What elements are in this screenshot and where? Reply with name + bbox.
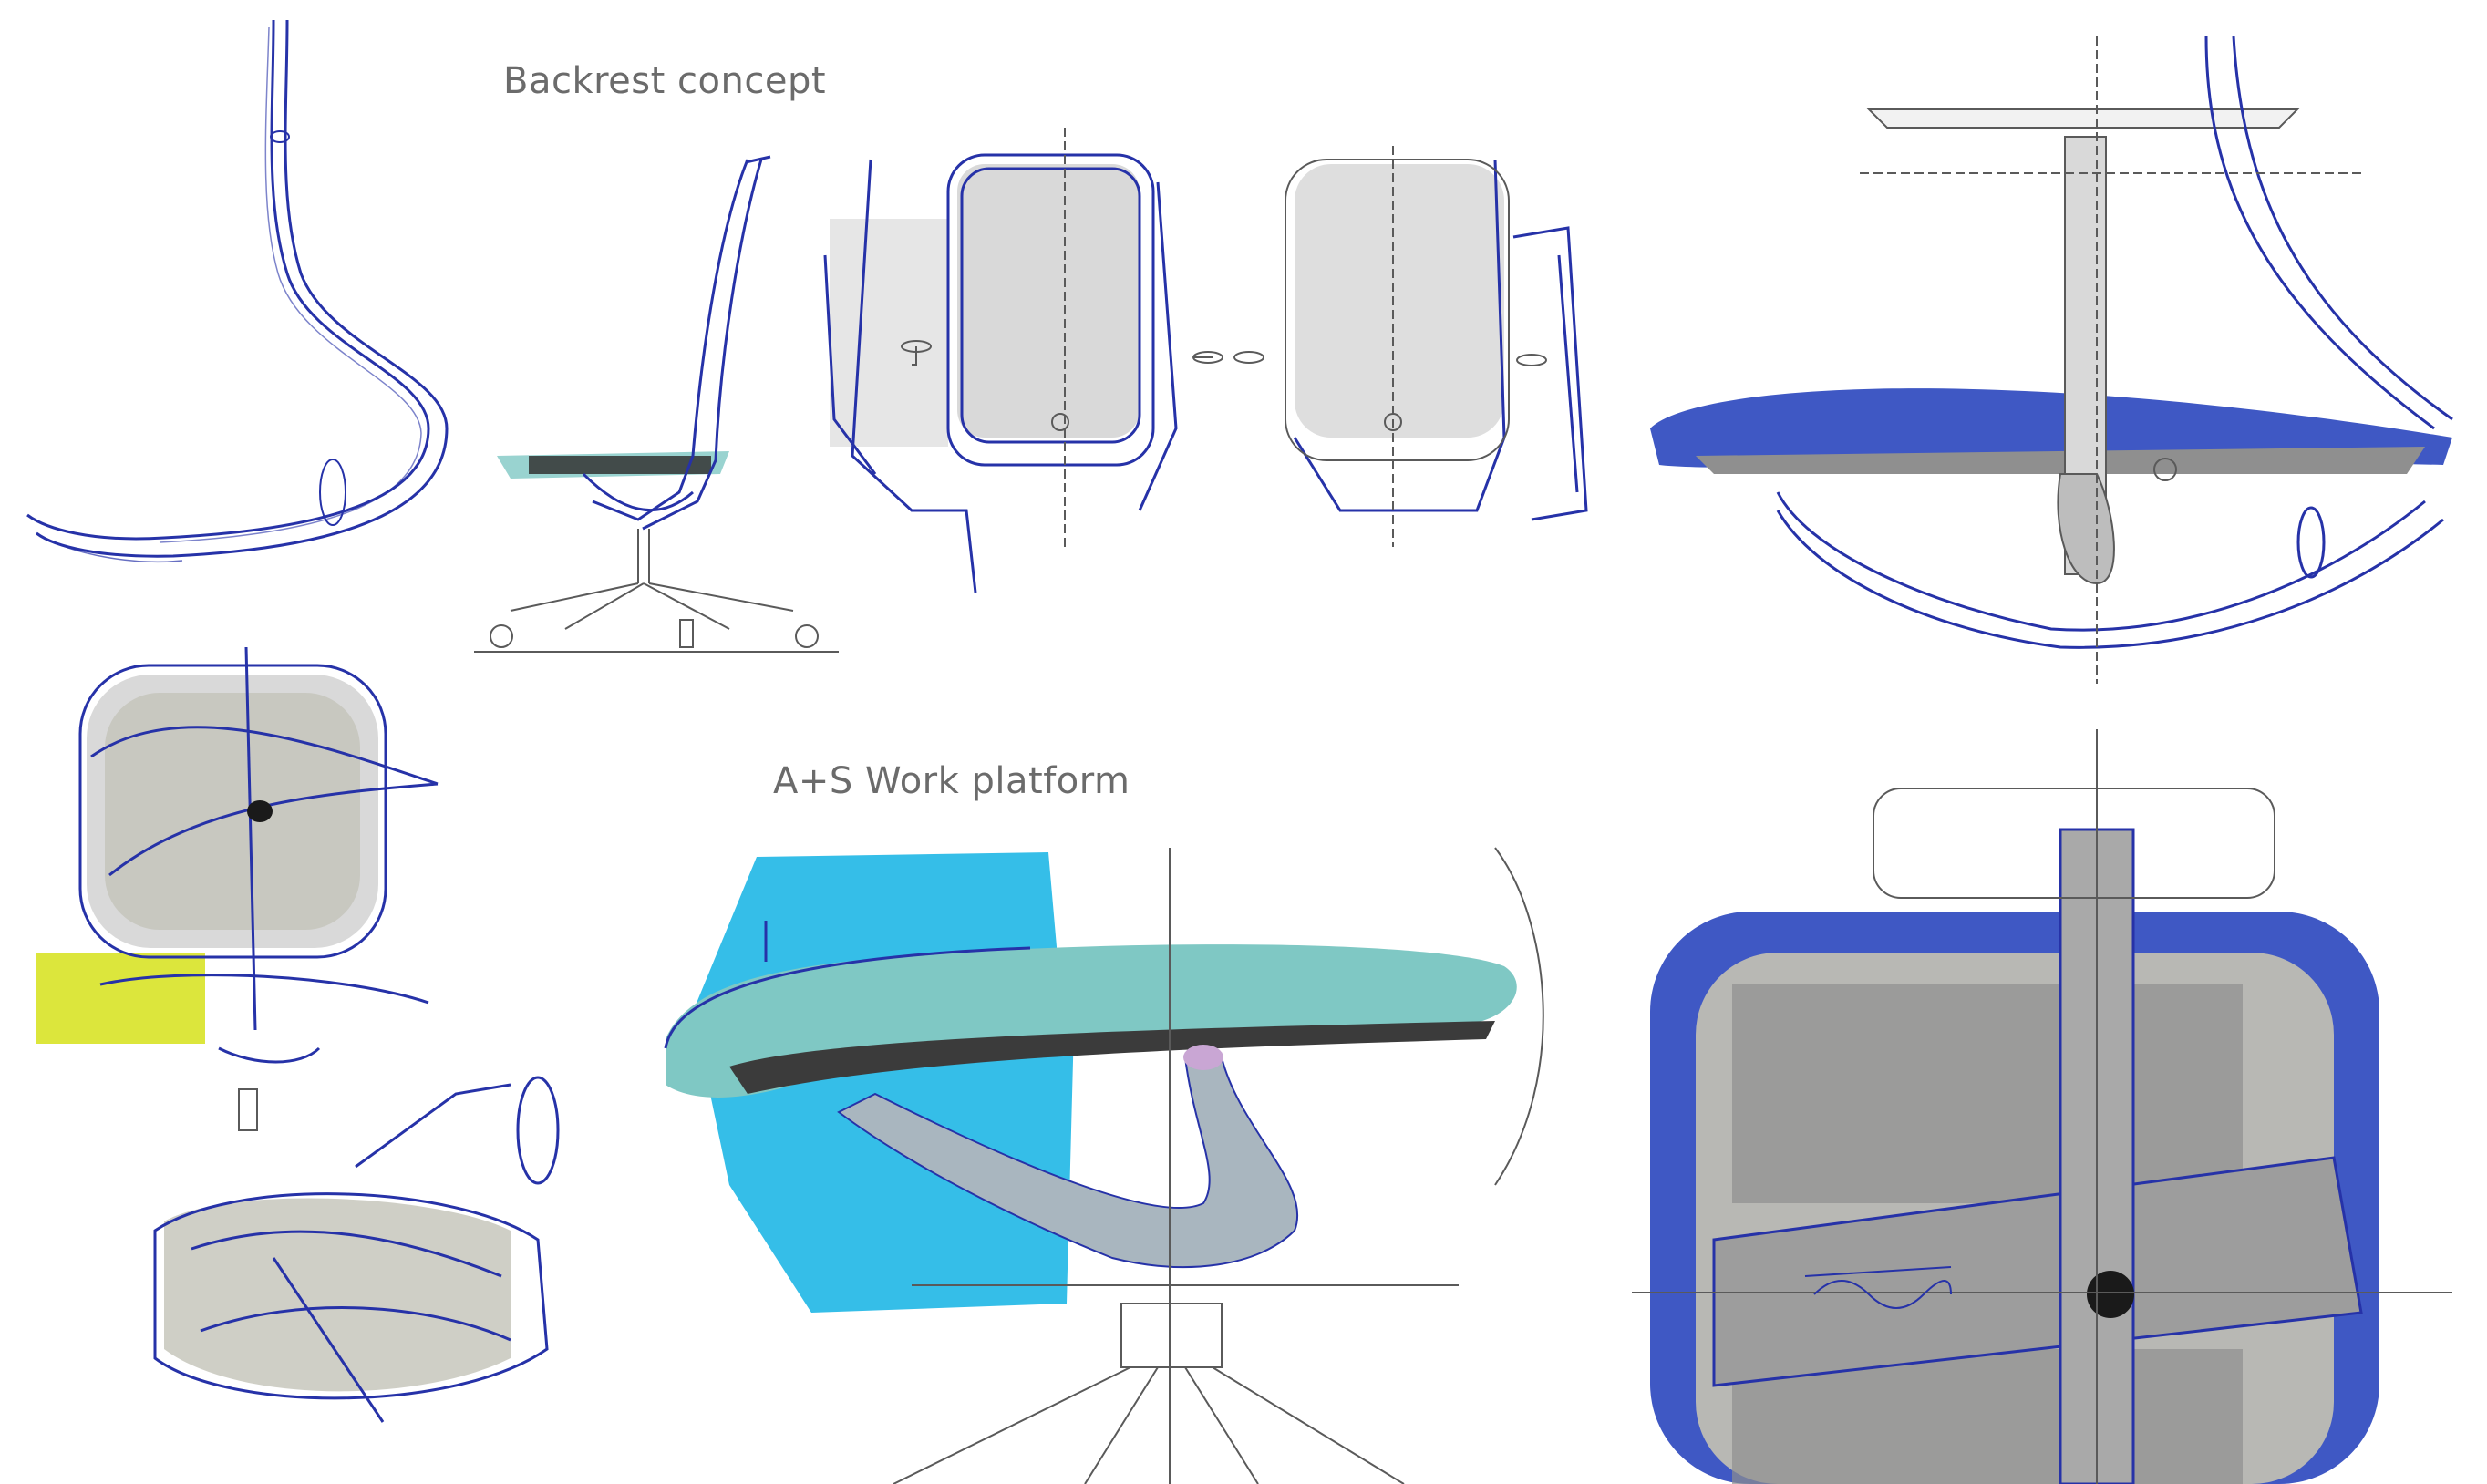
front-view-chair-sketch [1233, 146, 1588, 547]
seat-mechanism-sketch [1650, 36, 2453, 684]
work-platform-sketch [664, 847, 1544, 1484]
seat-top-view-sketch [1632, 729, 2452, 1484]
work-platform-label: A+S Work platform [773, 760, 1130, 802]
backrest-concept-label: Backrest concept [503, 60, 827, 102]
seat-lower-perspective-sketch [153, 1076, 560, 1423]
backrest-curve-sketch [26, 19, 449, 562]
back-view-chair-sketch [823, 128, 1223, 593]
seat-perspective-sketch [36, 646, 439, 1131]
side-view-chair-sketch [474, 155, 839, 653]
